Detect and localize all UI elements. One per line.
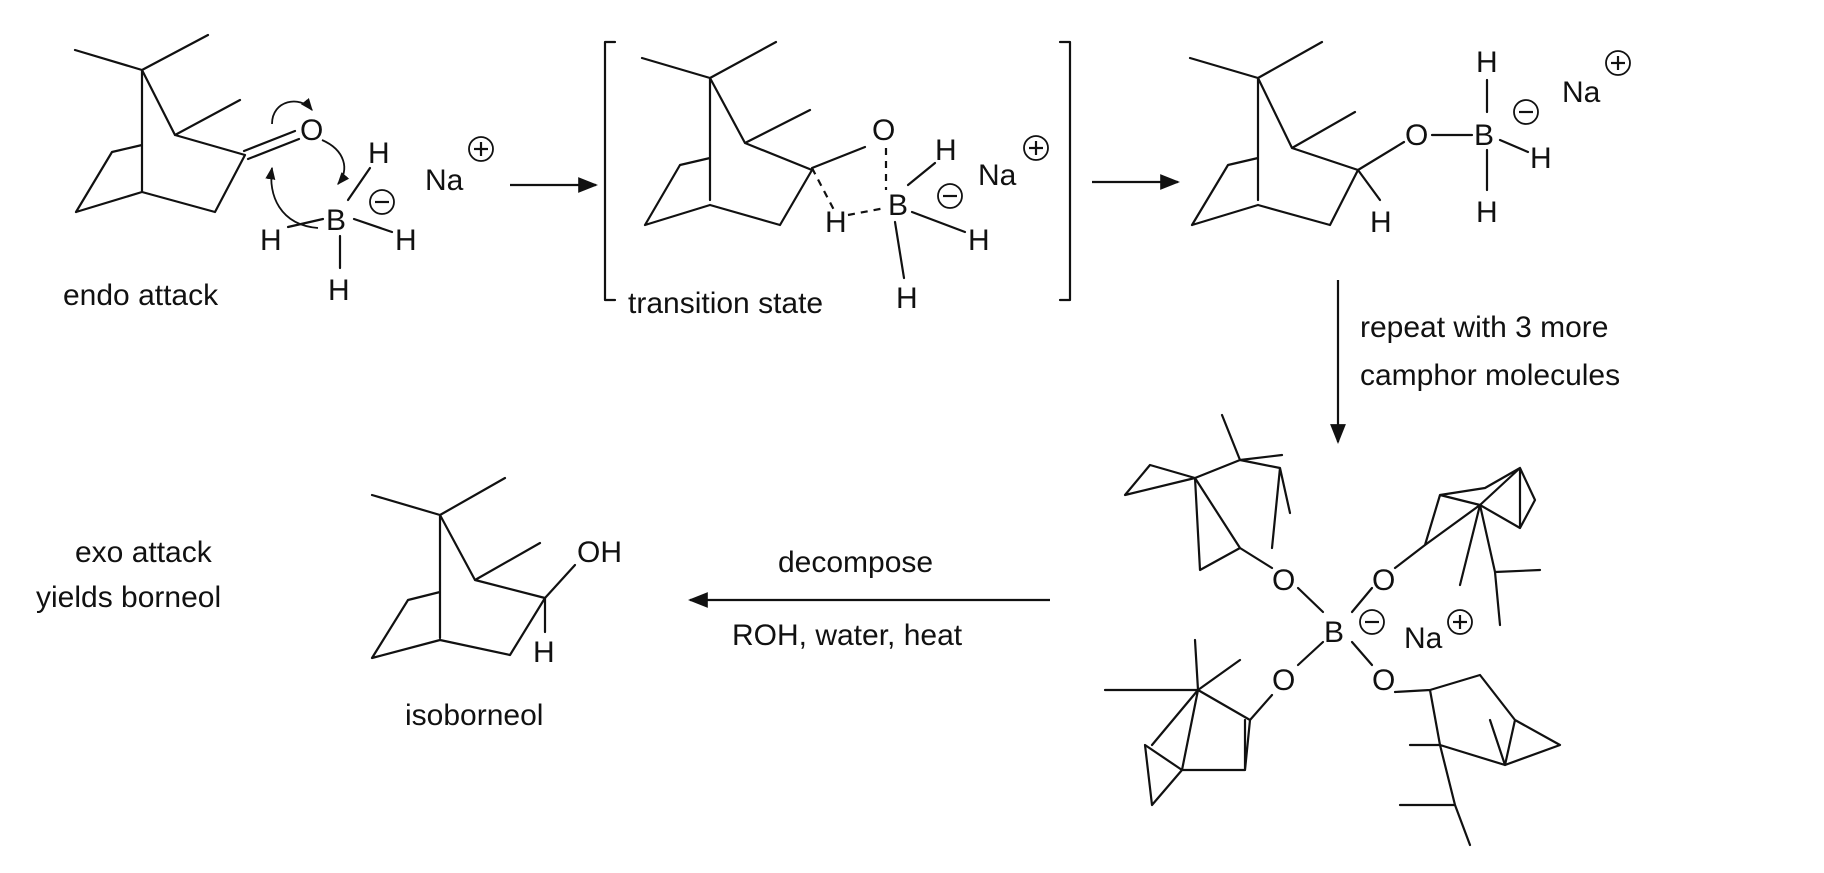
positive-charge-icon (468, 136, 494, 162)
atom-hydrogen: H (896, 282, 918, 315)
atom-hydrogen: H (1530, 142, 1552, 175)
negative-charge-icon (937, 183, 963, 209)
atom-sodium: Na (1404, 622, 1443, 655)
atom-hydroxyl: OH (577, 536, 622, 569)
atom-hydrogen: H (395, 224, 417, 257)
label-exo-line2: yields borneol (36, 581, 221, 614)
label-endo-attack: endo attack (63, 279, 219, 312)
bracket-left (603, 40, 617, 302)
atom-boron: B (1474, 119, 1494, 152)
atom-boron: B (1324, 616, 1344, 649)
atom-hydrogen: H (328, 274, 350, 307)
atom-boron: B (326, 204, 346, 237)
isoborneol-product: OH H (370, 476, 622, 669)
label-exo-line1: exo attack (75, 536, 213, 569)
atom-oxygen: O (300, 114, 323, 147)
atom-hydrogen: H (260, 224, 282, 257)
label-isoborneol: isoborneol (405, 699, 543, 732)
atom-hydrogen: H (1476, 46, 1498, 79)
atom-oxygen: O (1272, 564, 1295, 597)
positive-charge-icon (1605, 50, 1631, 76)
atom-sodium: Na (1562, 76, 1601, 109)
atom-hydrogen: H (825, 206, 847, 239)
bracket-right (1058, 40, 1072, 302)
atom-sodium: Na (978, 159, 1017, 192)
label-repeat-line1: repeat with 3 more (1360, 311, 1608, 344)
atom-oxygen: O (1372, 564, 1395, 597)
curved-arrow-icon (271, 98, 313, 125)
label-repeat-line2: camphor molecules (1360, 359, 1620, 392)
negative-charge-icon (1359, 609, 1385, 635)
label-transition-state: transition state (628, 287, 823, 320)
tetraalkoxyborate-complex: B Na O O O O (1103, 413, 1562, 847)
atom-hydrogen: H (935, 134, 957, 167)
positive-charge-icon (1447, 609, 1473, 635)
positive-charge-icon (1023, 135, 1049, 161)
atom-oxygen: O (1272, 664, 1295, 697)
atom-hydrogen: H (1476, 196, 1498, 229)
transition-state: O H B H H H Na (603, 40, 1072, 315)
negative-charge-icon (1513, 99, 1539, 125)
atom-oxygen: O (1372, 664, 1395, 697)
atom-sodium: Na (425, 164, 464, 197)
camphor-reactant: O (73, 33, 323, 214)
atom-hydrogen: H (1370, 206, 1392, 239)
borohydride-reactant: B H H H H Na (260, 98, 494, 307)
atom-oxygen: O (872, 114, 895, 147)
negative-charge-icon (369, 189, 395, 215)
atom-hydrogen: H (533, 636, 555, 669)
atom-boron: B (888, 189, 908, 222)
label-decompose: decompose (778, 546, 933, 579)
label-conditions: ROH, water, heat (732, 619, 963, 652)
atom-oxygen: O (1405, 119, 1428, 152)
atom-hydrogen: H (368, 137, 390, 170)
alkoxyborohydride-intermediate: H O B H H H Na (1188, 40, 1631, 239)
curved-arrow-icon (321, 139, 350, 185)
curved-arrow-icon (265, 166, 319, 229)
atom-hydrogen: H (968, 224, 990, 257)
